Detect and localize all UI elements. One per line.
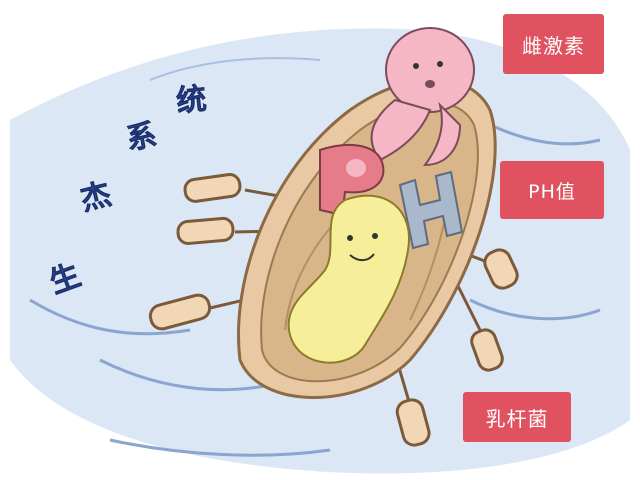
- estrogen-character-icon: [370, 27, 475, 167]
- lactobacillus-character-icon: [287, 194, 410, 364]
- ecosystem-char: 统: [174, 81, 209, 120]
- lactobacillus-label: 乳杆菌: [463, 392, 571, 442]
- ph-value-label: PH值: [500, 161, 604, 219]
- estrogen-label: 雌激素: [503, 14, 604, 74]
- letter-p-icon: [319, 143, 385, 217]
- oar-icon: [448, 269, 504, 372]
- letter-h-icon: [398, 170, 464, 250]
- oars: [148, 173, 519, 447]
